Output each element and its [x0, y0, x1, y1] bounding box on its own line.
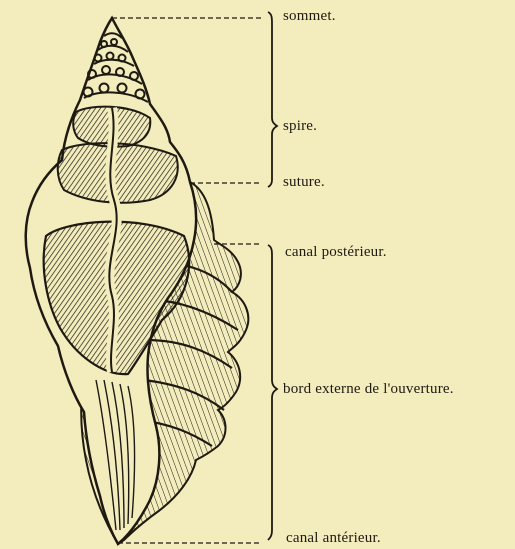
label-outer-lip: bord externe de l'ouverture. — [283, 381, 454, 398]
bracket-outer-lip — [268, 245, 277, 540]
label-suture: suture. — [283, 174, 325, 191]
bracket-spire — [268, 12, 277, 187]
label-spire: spire. — [283, 118, 317, 135]
label-posterior-canal: canal postérieur. — [285, 244, 387, 261]
shell-illustration — [26, 18, 249, 544]
brackets — [268, 12, 277, 540]
label-apex: sommet. — [283, 8, 336, 25]
label-anterior-canal: canal antérieur. — [286, 530, 381, 547]
